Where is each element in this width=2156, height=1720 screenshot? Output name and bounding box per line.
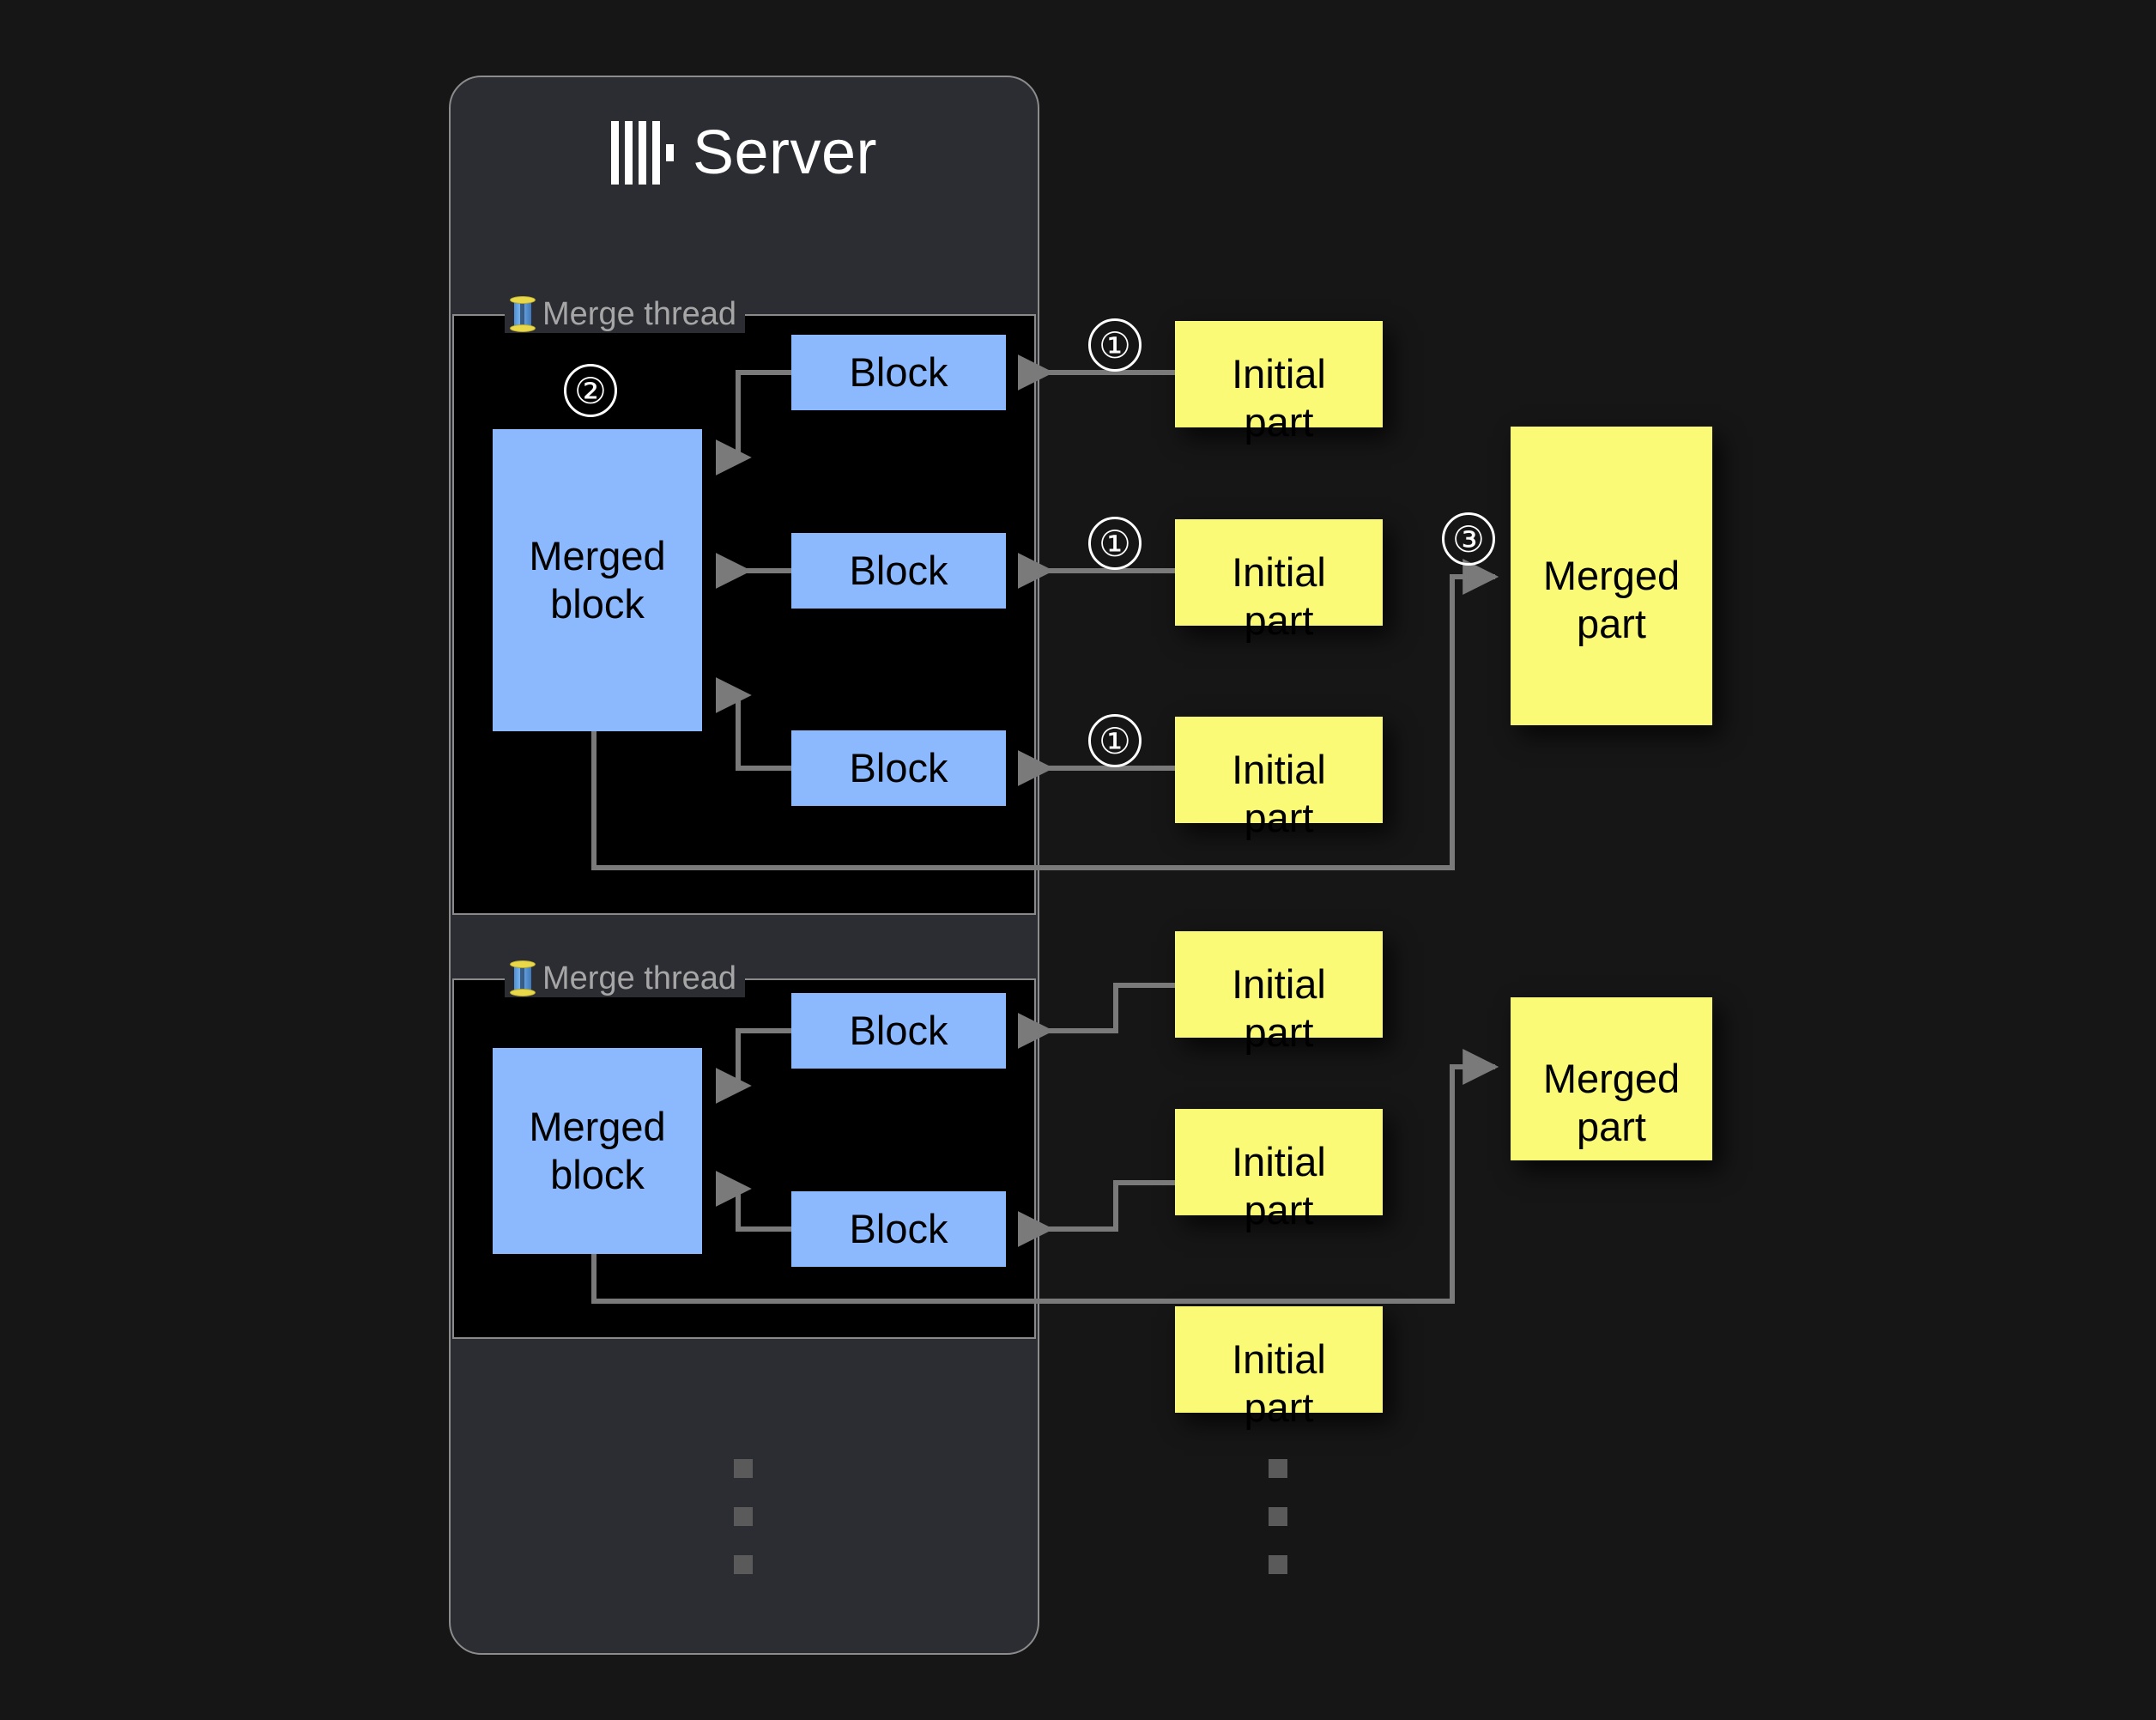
step-marker-3: ③ (1442, 512, 1495, 566)
parts-ellipsis (1269, 1459, 1287, 1574)
block-1-2: Block (791, 533, 1006, 609)
block-2-2: Block (791, 1191, 1006, 1267)
step-marker-1-b: ① (1088, 517, 1142, 570)
merged-block-1-label: Merged block (529, 533, 666, 627)
step-marker-2: ② (564, 364, 617, 417)
block-1-1-label: Block (849, 349, 948, 395)
block-1-3: Block (791, 730, 1006, 806)
merge-thread-label-text: Merge thread (542, 296, 737, 332)
clickhouse-logo-icon (610, 121, 674, 185)
thread-spool-icon (510, 960, 536, 996)
block-2-1: Block (791, 993, 1006, 1069)
step-marker-1-a: ① (1088, 318, 1142, 372)
server-ellipsis (734, 1459, 753, 1574)
merged-block-2: Merged block (493, 1048, 702, 1254)
merged-block-1: Merged block (493, 429, 702, 731)
server-title: Server (449, 114, 1039, 191)
block-1-3-label: Block (849, 745, 948, 790)
step-marker-1-c: ① (1088, 714, 1142, 767)
merge-thread-label-1: Merge thread (505, 295, 746, 333)
block-1-1: Block (791, 335, 1006, 410)
thread-spool-icon (510, 296, 536, 332)
merge-thread-label-2: Merge thread (505, 960, 746, 997)
merge-thread-label-text: Merge thread (542, 960, 737, 996)
block-2-2-label: Block (849, 1206, 948, 1251)
merged-block-2-label: Merged block (529, 1104, 666, 1197)
server-title-text: Server (692, 118, 878, 187)
block-1-2-label: Block (849, 548, 948, 593)
block-2-1-label: Block (849, 1008, 948, 1053)
